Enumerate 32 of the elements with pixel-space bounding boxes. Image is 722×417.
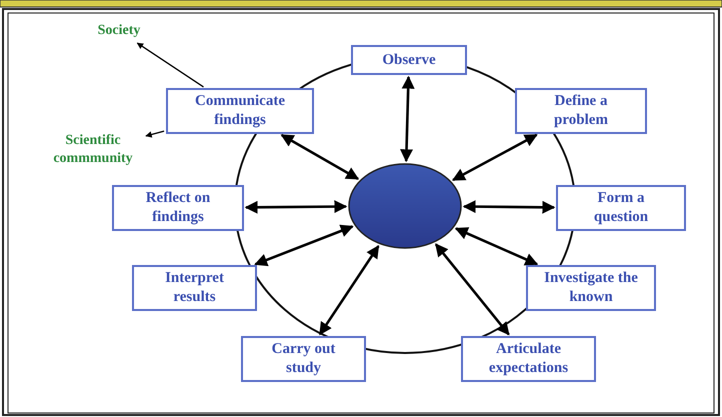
step-box [112, 185, 244, 231]
step-box [515, 88, 647, 134]
arrow [454, 227, 538, 266]
arrow [145, 130, 164, 138]
arrow [136, 42, 204, 88]
arrow [244, 200, 348, 214]
step-box [166, 88, 314, 134]
step-label: Investigate the known [543, 269, 639, 307]
step-box [461, 336, 596, 382]
step-label: Interpret results [164, 269, 225, 307]
step-label: Articulate expectations [488, 340, 570, 378]
arrow [462, 200, 556, 214]
step-box [526, 265, 656, 311]
step-label: Define a problem [553, 92, 609, 130]
arrow [400, 76, 415, 162]
step-box [556, 185, 686, 231]
step-label: Reflect on findings [144, 189, 212, 227]
audience-label: Scientific commmunity [52, 132, 134, 168]
center-ellipse [348, 163, 462, 249]
step-label: Communicate findings [194, 92, 286, 130]
arrow [452, 134, 538, 182]
arrow [254, 224, 354, 266]
audience-label: Society [98, 22, 140, 40]
step-label: Observe [382, 50, 436, 70]
step-box [241, 336, 366, 382]
step-box [351, 45, 467, 75]
step-label: Form a question [592, 189, 650, 227]
step-box [132, 265, 257, 311]
arrow [434, 243, 510, 336]
arrow [280, 134, 360, 180]
arrow [318, 245, 380, 336]
step-label: Carry out study [270, 340, 336, 378]
